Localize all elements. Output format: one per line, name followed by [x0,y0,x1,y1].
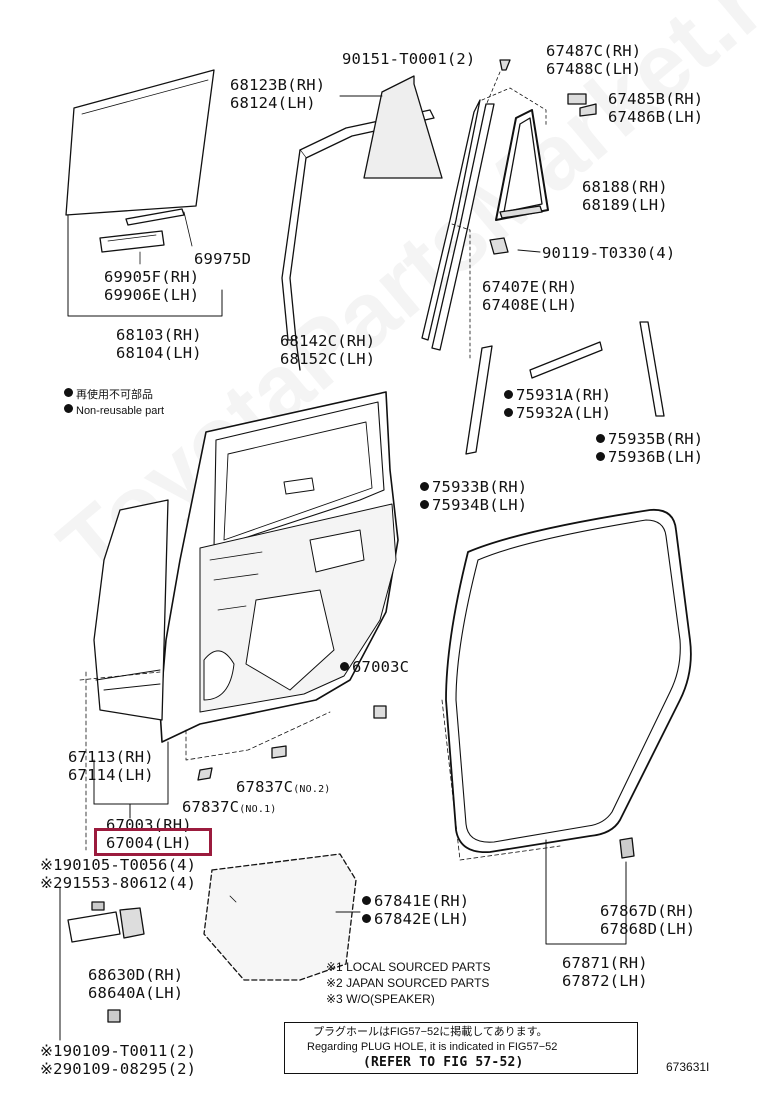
part-label-68640[interactable]: 68640A(LH) [88,984,184,1002]
note-refer-link[interactable]: (REFER TO FIG 57-52) [363,1055,524,1070]
screw-67003c-drawing [373,705,387,719]
outer-panel-drawing [93,499,169,721]
part-label-68630[interactable]: 68630D(RH) [88,966,184,984]
door-glass-drawing [65,69,215,216]
part-label-75934[interactable]: 75934B(LH) [420,496,527,514]
part-label-68188[interactable]: 68188(RH) [582,178,668,196]
part-label-67487[interactable]: 67487C(RH) [546,42,642,60]
non-reusable-dot-icon [596,452,605,461]
part-label-91553[interactable]: ※291553-80612(4) [40,874,197,892]
part-label-68142[interactable]: 68142C(RH) [280,332,376,350]
figure-code: 673631I [666,1060,710,1074]
part-label-75933[interactable]: 75933B(RH) [420,478,527,496]
part-label-67485[interactable]: 67485B(RH) [608,90,704,108]
legend-ja: 再使用不可部品 [64,388,153,402]
non-reusable-dot-icon [362,896,371,905]
division-bar-drawing [421,59,547,361]
clip-no1-drawing [197,767,213,781]
part-label-67486[interactable]: 67486B(LH) [608,108,704,126]
door-hinge-drawing [59,887,145,1041]
part-label-67868[interactable]: 67868D(LH) [600,920,696,938]
part-label-67113[interactable]: 67113(RH) [68,748,154,766]
clip-no2-drawing [271,745,287,759]
weatherstrip-drawing [441,508,692,861]
part-label-90105[interactable]: ※190105-T0056(4) [40,856,197,874]
part-label-75935[interactable]: 75935B(RH) [596,430,703,448]
part-label-67837-no1[interactable]: 67837C(NO.1) [182,798,277,816]
footnote-3: ※3 W/O(SPEAKER) [326,992,435,1006]
legend-en: Non-reusable part [64,404,164,418]
part-label-75936[interactable]: 75936B(LH) [596,448,703,466]
part-label-75932[interactable]: 75932A(LH) [504,404,611,422]
part-label-69906[interactable]: 69906E(LH) [104,286,200,304]
non-reusable-dot-icon [64,404,73,413]
part-label-90119[interactable]: 90119-T0330(4) [542,244,676,262]
non-reusable-dot-icon [504,408,513,417]
clip-drawing [489,93,597,255]
part-label-90109a[interactable]: ※190109-T0011(2) [40,1042,197,1060]
non-reusable-dot-icon [420,500,429,509]
quarter-window-drawing [495,109,549,221]
non-reusable-dot-icon [420,482,429,491]
part-label-68123[interactable]: 68123B(RH) [230,76,326,94]
non-reusable-dot-icon [596,434,605,443]
weatherstrip-clip-drawing [619,837,635,859]
part-label-69975[interactable]: 69975D [194,250,252,268]
part-label-67872[interactable]: 67872(LH) [562,972,648,990]
part-label-68124[interactable]: 68124(LH) [230,94,316,112]
footnote-2: ※2 JAPAN SOURCED PARTS [326,976,490,990]
part-label-68104[interactable]: 68104(LH) [116,344,202,362]
part-label-67871[interactable]: 67871(RH) [562,954,648,972]
plug-hole-note-box: プラグホールはFIG57−52に掲載してあります。 Regarding PLUG… [284,1022,638,1074]
non-reusable-dot-icon [340,662,349,671]
part-label-68189[interactable]: 68189(LH) [582,196,668,214]
part-label-67407[interactable]: 67407E(RH) [482,278,578,296]
part-label-90109b[interactable]: ※290109-08295(2) [40,1060,197,1078]
part-label-67867[interactable]: 67867D(RH) [600,902,696,920]
part-label-67842[interactable]: 67842E(LH) [362,910,469,928]
part-label-67004[interactable]: 67004(LH) [106,834,192,852]
highlight-box-67004 [94,828,212,856]
part-label-67408[interactable]: 67408E(LH) [482,296,578,314]
part-label-67837-no2[interactable]: 67837C(NO.2) [236,778,331,796]
glass-channel-drawing [99,208,185,253]
door-panel-drawing [159,391,399,743]
non-reusable-dot-icon [362,914,371,923]
part-label-90151[interactable]: 90151-T0001(2) [342,50,476,68]
part-label-75931[interactable]: 75931A(RH) [504,386,611,404]
moulding-strip-drawing [465,321,665,455]
part-label-68103[interactable]: 68103(RH) [116,326,202,344]
footnote-1: ※1 LOCAL SOURCED PARTS [326,960,491,974]
service-hole-cover-drawing [203,853,357,981]
part-label-68152[interactable]: 68152C(LH) [280,350,376,368]
glass-run-piece-drawing [363,75,443,179]
part-label-67003c[interactable]: 67003C [340,658,409,676]
part-label-67841[interactable]: 67841E(RH) [362,892,469,910]
part-label-67488[interactable]: 67488C(LH) [546,60,642,78]
note-line-ja: プラグホールはFIG57−52に掲載してあります。 [313,1026,548,1038]
part-label-67114[interactable]: 67114(LH) [68,766,154,784]
non-reusable-dot-icon [504,390,513,399]
note-line-en: Regarding PLUG HOLE, it is indicated in … [307,1041,558,1053]
non-reusable-dot-icon [64,388,73,397]
part-label-69905[interactable]: 69905F(RH) [104,268,200,286]
